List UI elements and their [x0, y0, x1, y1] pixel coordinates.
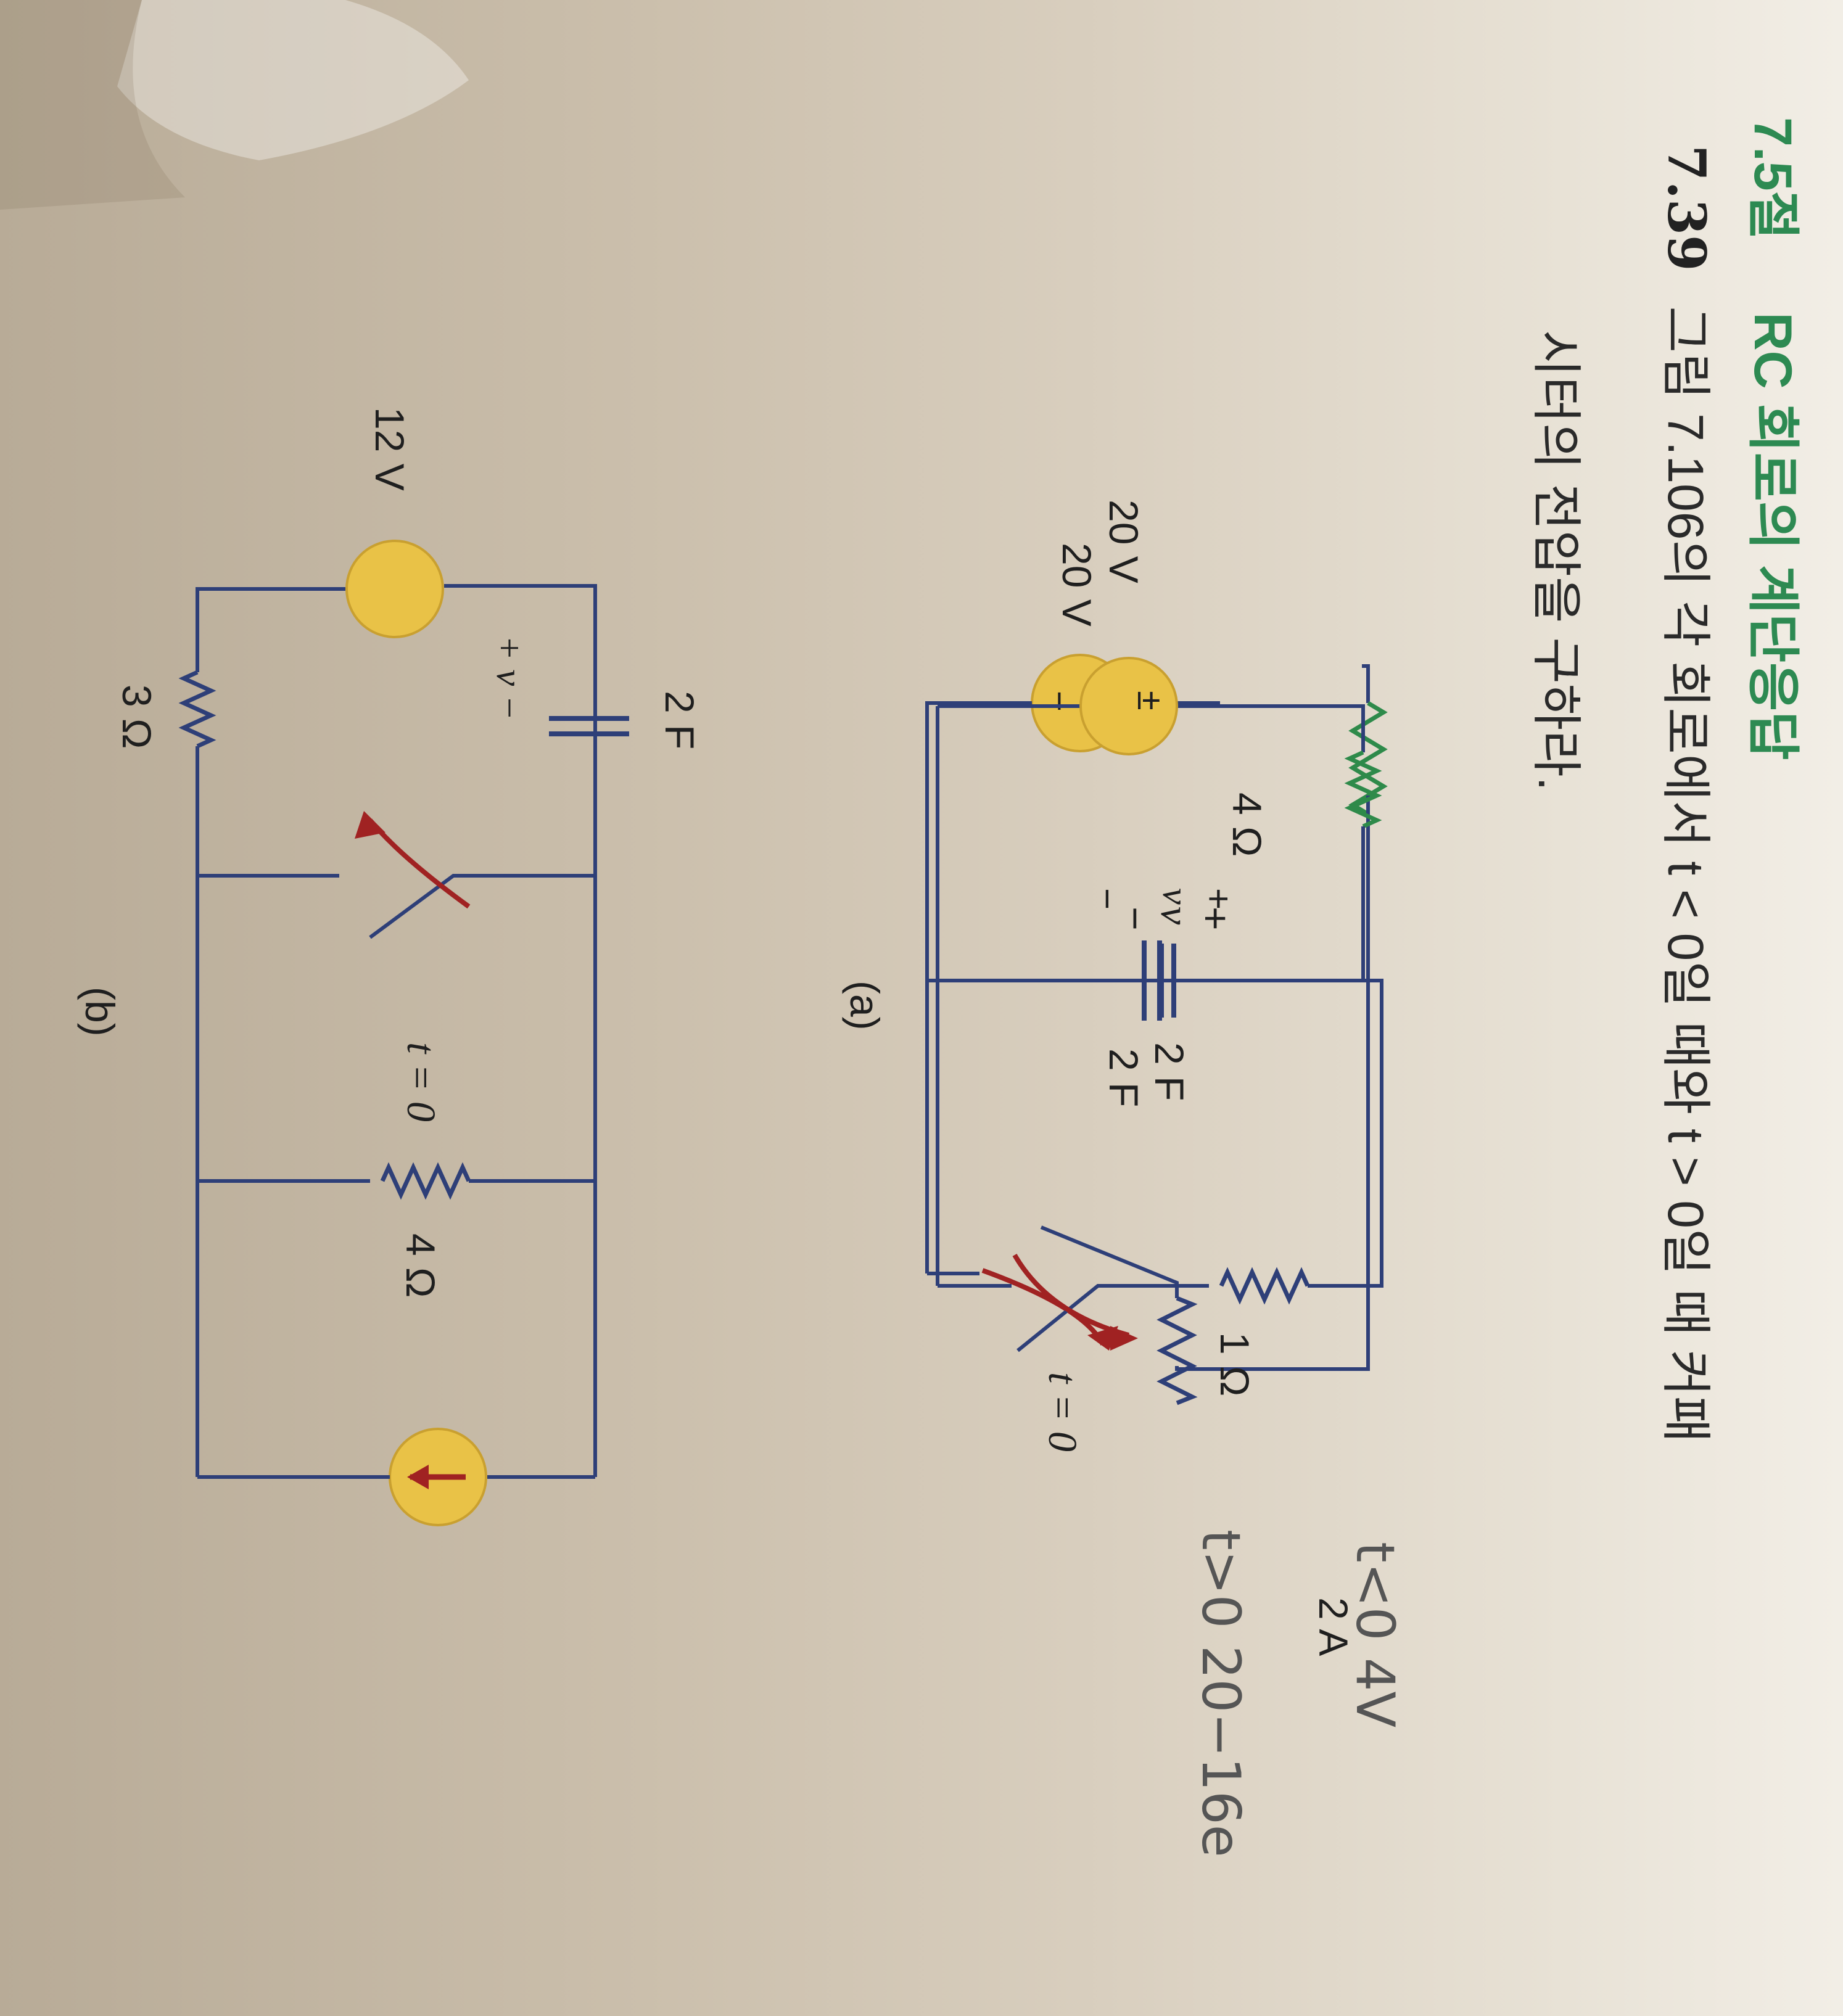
resistor-4ohm-a: [1348, 701, 1388, 817]
resistor-label-4ohm-b: 4 Ω: [398, 1233, 443, 1298]
resistor-3ohm: [178, 670, 216, 749]
resistor-label-1ohm: 1 Ω: [1212, 1332, 1258, 1397]
source-label-12v: 12 V: [367, 407, 413, 491]
switch-label-b: t = 0: [398, 1042, 443, 1122]
svg-text:−: −: [1113, 907, 1158, 931]
svg-text:+: +: [1193, 907, 1239, 931]
resistor-4ohm-b: [380, 1162, 471, 1200]
handwritten-notes: t<0 4V t>0 20−16e: [1190, 1529, 1406, 1858]
switch-b-arrow: [368, 818, 471, 909]
cap-plus-a: +: [1198, 888, 1239, 910]
resistor-4ohm: [1344, 750, 1382, 829]
resistor-label-4ohm: 4 Ω: [1224, 792, 1270, 857]
cap-polarity-b: + v −: [489, 635, 530, 720]
caption-b: (b): [77, 987, 123, 1037]
switch-b-blade: [369, 874, 595, 939]
voltage-source-20v: [1079, 657, 1178, 755]
cap-minus-a: −: [1087, 888, 1128, 910]
source-label-20v: 20 V: [1101, 500, 1147, 583]
caption-a: (a): [842, 981, 888, 1031]
switch-a-arrow: [1012, 1253, 1130, 1338]
svg-text:±: ±: [1130, 691, 1170, 710]
current-source-label: 2 A: [1311, 1597, 1356, 1656]
capacitor-label-a: 2 F: [1147, 1042, 1192, 1101]
capacitor-label-a: 2 F: [1101, 1048, 1147, 1108]
switch-label-a: t = 0: [1040, 1372, 1085, 1452]
capacitor-label-b: 2 F: [657, 691, 703, 750]
resistor-1ohm-a: [1157, 1296, 1198, 1405]
handwritten-note-2: t>0 20−16e: [1190, 1529, 1251, 1858]
circuit-b-drawing: [178, 540, 629, 1526]
svg-text:v: v: [1152, 907, 1197, 925]
voltage-source-12v: [345, 540, 444, 638]
source-label-a: 20 V: [1054, 543, 1100, 627]
resistor-1ohm: [1219, 1267, 1310, 1305]
switch-a: [1040, 1225, 1179, 1298]
switch-a-blade: [1016, 1284, 1209, 1352]
handwritten-note-1: t<0 4V: [1344, 1542, 1406, 1728]
resistor-label-3ohm: 3 Ω: [114, 685, 160, 749]
circuit-a-drawing: ±: [936, 657, 1383, 1352]
cap-v-a: v: [1155, 888, 1196, 905]
svg-text:−: −: [1039, 691, 1079, 712]
